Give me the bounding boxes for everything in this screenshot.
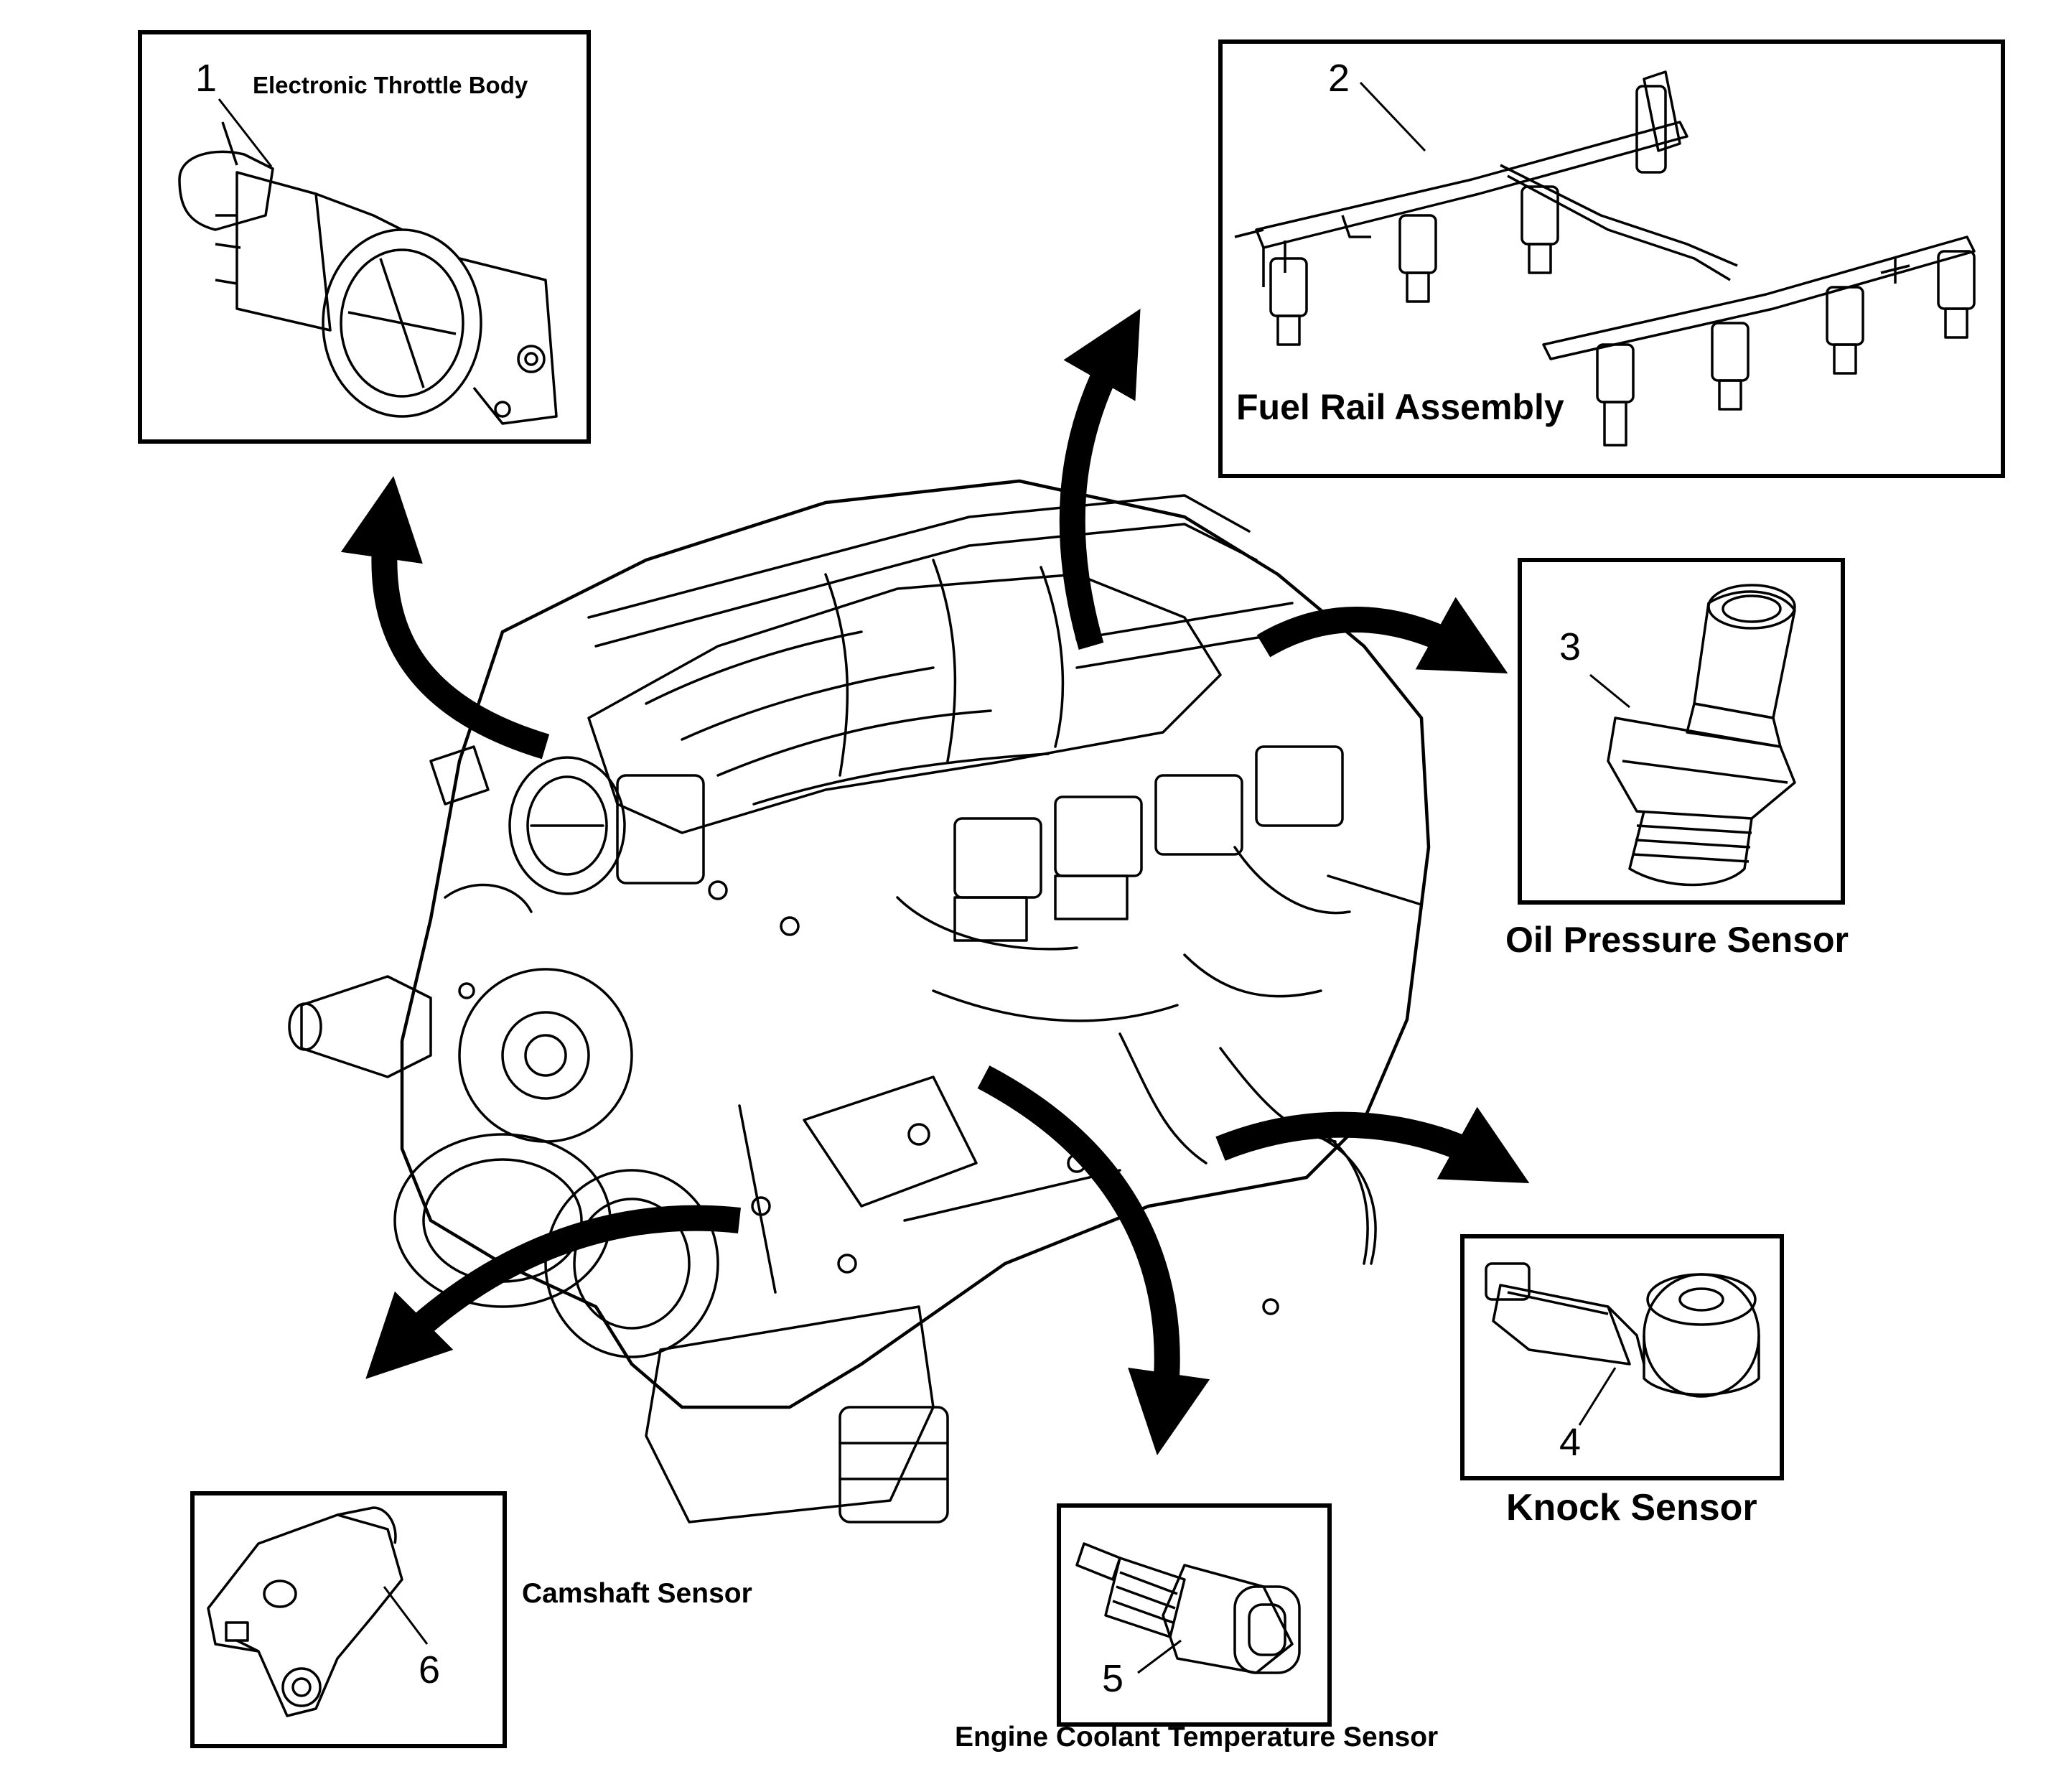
callout-box-throttle-body: [138, 30, 591, 444]
arrow-oil-pressure: [1256, 597, 1508, 673]
throttle-body-part: [178, 121, 558, 425]
callout-number-2: 2: [1328, 57, 1350, 100]
label-fuel-rail-assembly: Fuel Rail Assembly: [1236, 387, 1564, 427]
leader-line-2: [1359, 81, 1426, 152]
callout-box-fuel-rail: [1218, 39, 2005, 478]
leader-line-5: [1137, 1639, 1182, 1674]
arrow-coolant-temp: [977, 1065, 1210, 1456]
arrow-camshaft: [365, 1205, 741, 1379]
coolant-temp-sensor-part: [1075, 1542, 1301, 1674]
label-oil-pressure-sensor: Oil Pressure Sensor: [1505, 920, 1849, 960]
label-camshaft-sensor: Camshaft Sensor: [522, 1578, 752, 1609]
leader-lines: [218, 81, 1630, 1674]
callout-box-camshaft: [190, 1491, 507, 1748]
fuel-rail-part: [1234, 70, 1976, 447]
callout-box-coolant-temp: [1057, 1503, 1332, 1727]
leader-line-1: [218, 98, 273, 167]
label-knock-sensor: Knock Sensor: [1506, 1487, 1757, 1529]
label-electronic-throttle-body: Electronic Throttle Body: [253, 72, 528, 98]
arrows: [340, 308, 1530, 1456]
label-engine-coolant-temperature-sensor: Engine Coolant Temperature Sensor: [955, 1722, 1439, 1753]
engine-drawing: [288, 479, 1431, 1523]
callout-number-4: 4: [1559, 1421, 1582, 1464]
arrow-fuel-rail: [1059, 308, 1141, 650]
camshaft-sensor-part: [207, 1506, 403, 1717]
knock-sensor-part: [1485, 1262, 1760, 1398]
leader-line-4: [1578, 1367, 1617, 1426]
callout-number-1: 1: [195, 57, 218, 100]
oil-pressure-sensor-part: [1607, 584, 1796, 887]
callout-number-6: 6: [419, 1648, 441, 1691]
arrow-knock-sensor: [1215, 1106, 1530, 1183]
callout-number-3: 3: [1559, 625, 1582, 668]
leader-line-3: [1589, 673, 1630, 709]
callout-box-knock-sensor: [1460, 1234, 1784, 1480]
callout-box-oil-pressure: [1518, 558, 1845, 905]
callout-number-5: 5: [1102, 1657, 1124, 1700]
arrow-throttle-body: [340, 475, 550, 760]
leader-line-6: [383, 1586, 429, 1645]
